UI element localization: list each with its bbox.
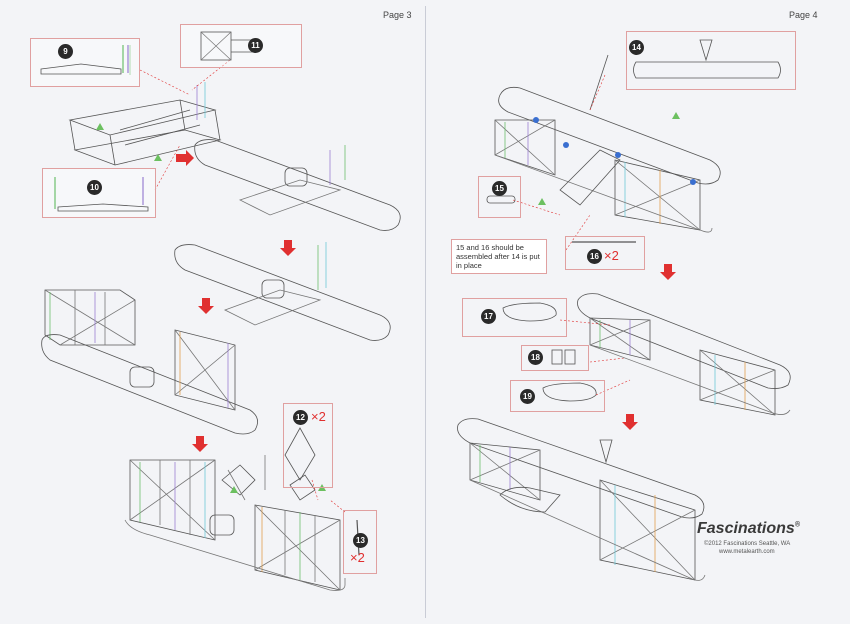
step-10-callout: 10 bbox=[42, 168, 156, 218]
step-16-callout: 16 ×2 bbox=[565, 236, 645, 270]
step-9-callout: 9 bbox=[30, 38, 140, 87]
step-12-badge: 12 bbox=[293, 410, 308, 425]
step-13-multiplier: ×2 bbox=[350, 550, 365, 565]
assembly-order-note: 15 and 16 should be assembled after 14 i… bbox=[451, 239, 547, 274]
part-10-diagram bbox=[54, 177, 149, 212]
step-11-callout: 11 bbox=[180, 24, 302, 68]
position-markers bbox=[96, 112, 696, 493]
part-15 bbox=[486, 195, 516, 204]
step-17-callout: 17 bbox=[462, 298, 567, 337]
step-18-badge: 18 bbox=[528, 350, 543, 365]
brand-name: Fascinations bbox=[697, 520, 795, 537]
brand-logo: Fascinations® bbox=[697, 520, 800, 538]
step-10-badge: 10 bbox=[87, 180, 102, 195]
step-17-badge: 17 bbox=[481, 309, 496, 324]
biplane-step-14-illustration bbox=[494, 54, 721, 233]
step-16-multiplier: ×2 bbox=[604, 248, 619, 263]
direction-arrows bbox=[176, 150, 676, 452]
step-12-callout: 12 ×2 bbox=[283, 403, 333, 488]
step-19-callout: 19 bbox=[510, 380, 605, 412]
part-9-diagram bbox=[40, 45, 129, 75]
part-14-mount bbox=[699, 39, 713, 62]
part-12-diamond bbox=[284, 427, 316, 481]
step-12-multiplier: ×2 bbox=[311, 409, 326, 424]
step-15-callout: 15 bbox=[478, 176, 521, 218]
step-11-badge: 11 bbox=[248, 38, 263, 53]
page-number-left: Page 3 bbox=[383, 10, 412, 20]
page-fold bbox=[425, 6, 426, 618]
step-16-badge: 16 bbox=[587, 249, 602, 264]
copyright-text: ©2012 Fascinations Seattle, WA bbox=[704, 541, 791, 547]
leader-lines bbox=[139, 59, 631, 513]
part-18 bbox=[551, 349, 576, 365]
step-13-badge: 13 bbox=[353, 533, 368, 548]
biplane-step-17-illustration bbox=[577, 293, 791, 416]
biplane-step-12-illustration bbox=[124, 455, 346, 591]
completed-biplane-illustration bbox=[457, 418, 706, 581]
part-14-wing-rib bbox=[633, 61, 781, 79]
wing-truss-illustration bbox=[41, 289, 258, 435]
step-15-badge: 15 bbox=[492, 181, 507, 196]
lower-wing-illustration-1 bbox=[194, 139, 401, 231]
step-18-callout: 18 bbox=[521, 345, 589, 371]
step-9-badge: 9 bbox=[58, 44, 73, 59]
step-14-callout: 14 bbox=[626, 31, 796, 90]
fuselage-frame-illustration bbox=[68, 45, 222, 166]
part-17 bbox=[502, 302, 557, 322]
step-13-callout: 13 ×2 bbox=[343, 510, 377, 574]
step-14-badge: 14 bbox=[629, 40, 644, 55]
lower-wing-illustration-2 bbox=[174, 242, 391, 341]
step-19-badge: 19 bbox=[520, 389, 535, 404]
website-text: www.metalearth.com bbox=[719, 549, 775, 555]
page-number-right: Page 4 bbox=[789, 10, 818, 20]
brand-trademark: ® bbox=[794, 521, 800, 529]
part-11-diagram bbox=[200, 31, 256, 61]
